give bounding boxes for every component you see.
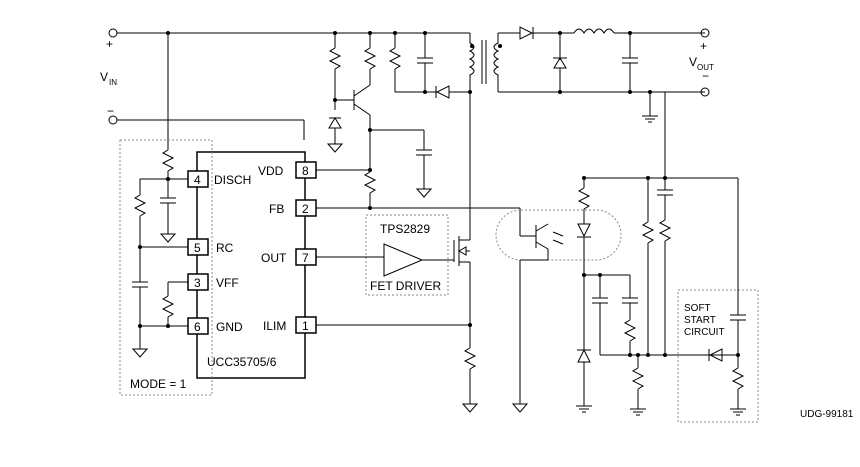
pin-ilim-label: ILIM <box>263 319 286 333</box>
pin-gnd-number: 6 <box>194 320 201 334</box>
soft-start-line2: START <box>684 315 716 326</box>
pin-fb-number: 2 <box>302 202 309 216</box>
ic-pin-gnd: 6 GND <box>187 317 243 335</box>
vout-terminals: + − V OUT <box>689 28 714 97</box>
pin-ilim-number: 1 <box>302 319 309 333</box>
vout-plus: + <box>700 39 707 53</box>
snubber <box>388 31 472 99</box>
optocoupler <box>495 209 622 413</box>
pin-gnd-label: GND <box>216 320 243 334</box>
transformer <box>468 33 502 92</box>
driver-part: TPS2829 <box>380 222 430 236</box>
pin-rc-number: 5 <box>194 241 201 255</box>
feedback-network <box>575 92 738 416</box>
vin-plus: + <box>106 37 113 51</box>
vin-rails <box>117 32 470 140</box>
power-mosfet <box>453 230 478 413</box>
pin-out-label: OUT <box>261 251 287 265</box>
soft-start: SOFT START CIRCUIT <box>677 178 759 423</box>
timing-network <box>132 31 188 358</box>
ic-pin-ilim: 1 ILIM <box>263 316 317 334</box>
pin-rc-label: RC <box>216 241 234 255</box>
pin-disch-label: DISCH <box>214 173 251 187</box>
pin-vff-label: VFF <box>216 276 239 290</box>
soft-start-line3: CIRCUIT <box>684 327 725 338</box>
ic-part-number: UCC35705/6 <box>207 355 277 369</box>
vout-label: V <box>689 55 697 69</box>
mode-label: MODE = 1 <box>130 377 187 391</box>
fet-driver: TPS2829 FET DRIVER <box>316 214 454 296</box>
ic-pin-disch: 4 DISCH <box>187 170 251 188</box>
startup-network <box>327 31 432 210</box>
pin-out-number: 7 <box>302 251 309 265</box>
vin-label: V <box>100 70 108 84</box>
pin-vdd-number: 8 <box>302 164 309 178</box>
pin-fb-label: FB <box>269 202 284 216</box>
driver-label: FET DRIVER <box>370 279 441 293</box>
vin-subscript: IN <box>109 78 117 87</box>
vin-terminals: + − V IN <box>100 28 118 125</box>
pin-vdd-label: VDD <box>258 164 284 178</box>
drawing-id: UDG-99181 <box>800 409 854 420</box>
mode-box <box>119 139 213 396</box>
vout-subscript: OUT <box>697 63 714 72</box>
pin-vff-number: 3 <box>194 276 201 290</box>
ic-pin-rc: 5 RC <box>187 238 234 256</box>
ic-pin-out: 7 OUT <box>261 248 317 266</box>
vin-minus: − <box>107 104 114 118</box>
vout-minus: − <box>702 69 709 83</box>
controller-ic <box>196 151 306 379</box>
pin-disch-number: 4 <box>194 173 201 187</box>
secondary-rectifier <box>498 26 705 123</box>
soft-start-line1: SOFT <box>684 303 711 314</box>
